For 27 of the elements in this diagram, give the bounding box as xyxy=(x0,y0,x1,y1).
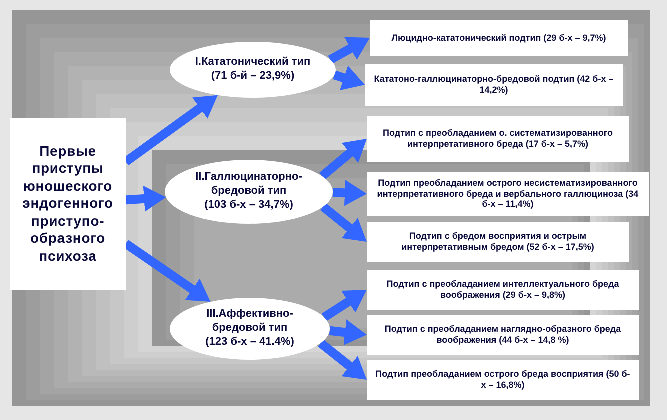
arrow xyxy=(126,186,167,212)
subtype-box xyxy=(367,360,639,400)
subtype-box xyxy=(370,20,628,56)
node-text: II.Галлюцинаторно-бредовой тип xyxy=(194,171,304,199)
root-box xyxy=(10,118,126,290)
subtype-box xyxy=(367,270,639,310)
node-text: Подтип преобладанием острого бреда восприятия (50 б-х – 16,8%) xyxy=(375,369,631,391)
node-text: Кататоно-галлюцинаторно-бредовой подтип (42 б-х – 14,2%) xyxy=(373,74,615,96)
node-text: I.Кататонический тип xyxy=(195,56,311,70)
node-text: Подтип с преобладанием наглядно-образного бреда воображения (44 б-х – 14,8 %) xyxy=(384,324,622,346)
node-text: Подтип с преобладанием интеллектуального бреда воображения (29 б-х – 9,8%) xyxy=(386,279,620,301)
subtype-box xyxy=(365,64,623,106)
node-text: Первые приступы юношеского эндогенного приступо-образного психоза xyxy=(22,142,114,266)
node-text: (103 б-х – 34,7%) xyxy=(204,198,294,213)
subtype-box xyxy=(367,222,629,262)
node-text: (123 б-х – 41.4%) xyxy=(206,336,294,350)
node-text: III.Аффективно-бредовой тип xyxy=(206,308,294,336)
subtype-box xyxy=(367,172,649,216)
node-text: Подтип с бредом восприятия и острым интерпретативным бредом (52 б-х – 17,5%) xyxy=(400,231,596,253)
node-text: Люцидно-кататонический подтип (29 б-х – 9,7%) xyxy=(392,32,606,44)
subtype-box xyxy=(367,315,639,355)
arrow xyxy=(332,180,368,206)
node-text: Подтип с преобладанием о. систематизированного интерпретативного бреда (17 б-х – 5,7%) xyxy=(382,128,614,150)
arrow xyxy=(329,320,368,346)
node-text: Подтип преобладанием острого несистематизированного интерпретативного бреда и вербального галлюциноза (34 б-х – 11,4%) xyxy=(376,178,640,210)
subtype-box xyxy=(367,116,629,162)
node-text: (71 б-й – 23,9%) xyxy=(211,70,295,84)
